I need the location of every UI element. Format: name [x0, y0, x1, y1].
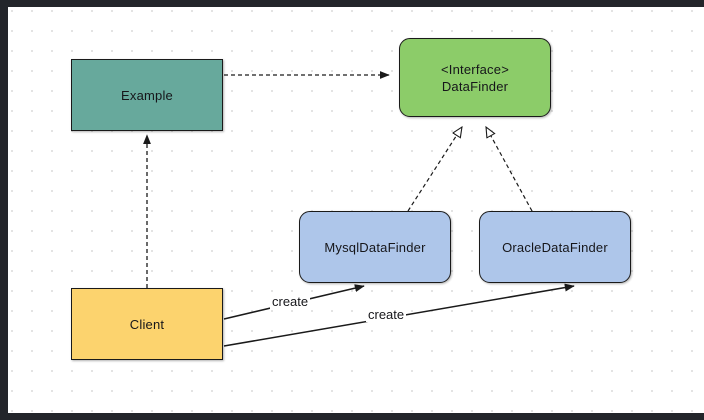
class-node-mysqldatafinder-label: MysqlDataFinder	[324, 239, 426, 255]
class-node-mysqldatafinder[interactable]: MysqlDataFinder	[299, 211, 451, 283]
interface-node-datafinder[interactable]: <Interface> DataFinder	[399, 38, 551, 117]
class-node-example-label: Example	[121, 87, 173, 103]
class-node-oracledatafinder[interactable]: OracleDataFinder	[479, 211, 631, 283]
class-node-example[interactable]: Example	[71, 59, 223, 131]
diagram-canvas[interactable]: DataFinder (dependency, dashed) --> Exam…	[8, 7, 704, 413]
class-node-oracledatafinder-label: OracleDataFinder	[502, 239, 608, 255]
edge-mysql-implements-datafinder	[407, 127, 462, 212]
edge-oracle-implements-datafinder	[486, 127, 533, 212]
edge-label-create-oracle: create	[366, 307, 407, 322]
interface-node-datafinder-label: <Interface> DataFinder	[441, 61, 509, 94]
class-node-client[interactable]: Client	[71, 288, 223, 360]
class-node-client-label: Client	[129, 316, 165, 332]
edge-label-create-mysql: create	[270, 294, 311, 309]
